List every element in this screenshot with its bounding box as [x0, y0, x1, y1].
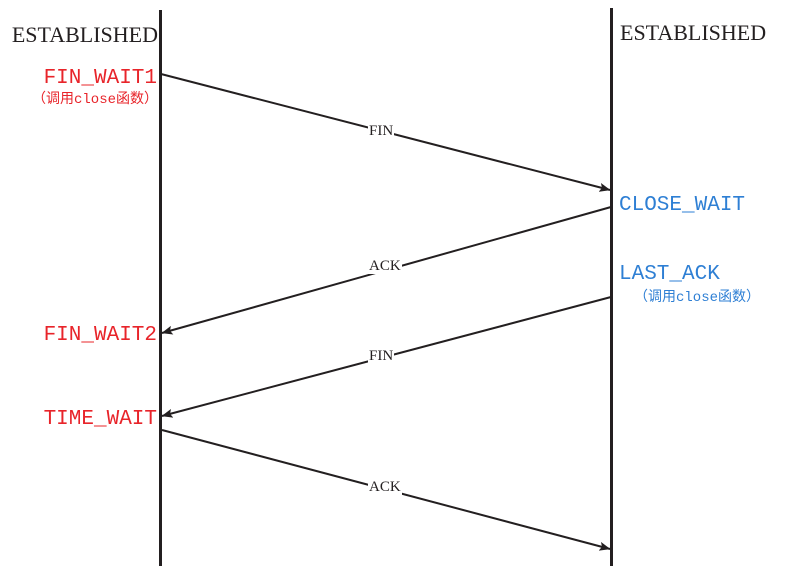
msg-fin-1-label: FIN: [368, 123, 395, 139]
server-state-last-ack: LAST_ACK: [619, 263, 720, 286]
msg-ack-2-label: ACK: [368, 479, 402, 495]
server-state-established: ESTABLISHED: [620, 20, 767, 45]
server-state-last-ack-note: （调用close函数）: [634, 289, 761, 306]
client-state-established: ESTABLISHED: [11, 22, 158, 47]
client-state-time-wait: TIME_WAIT: [43, 408, 157, 431]
client-state-fin-wait-2: FIN_WAIT2: [43, 324, 157, 347]
msg-ack-1-label: ACK: [368, 258, 402, 274]
msg-fin-2-label: FIN: [368, 348, 395, 364]
server-state-close-wait: CLOSE_WAIT: [619, 194, 746, 217]
client-state-fin-wait-1-note: （调用close函数）: [31, 91, 158, 108]
client-state-fin-wait-1: FIN_WAIT1: [43, 67, 157, 90]
